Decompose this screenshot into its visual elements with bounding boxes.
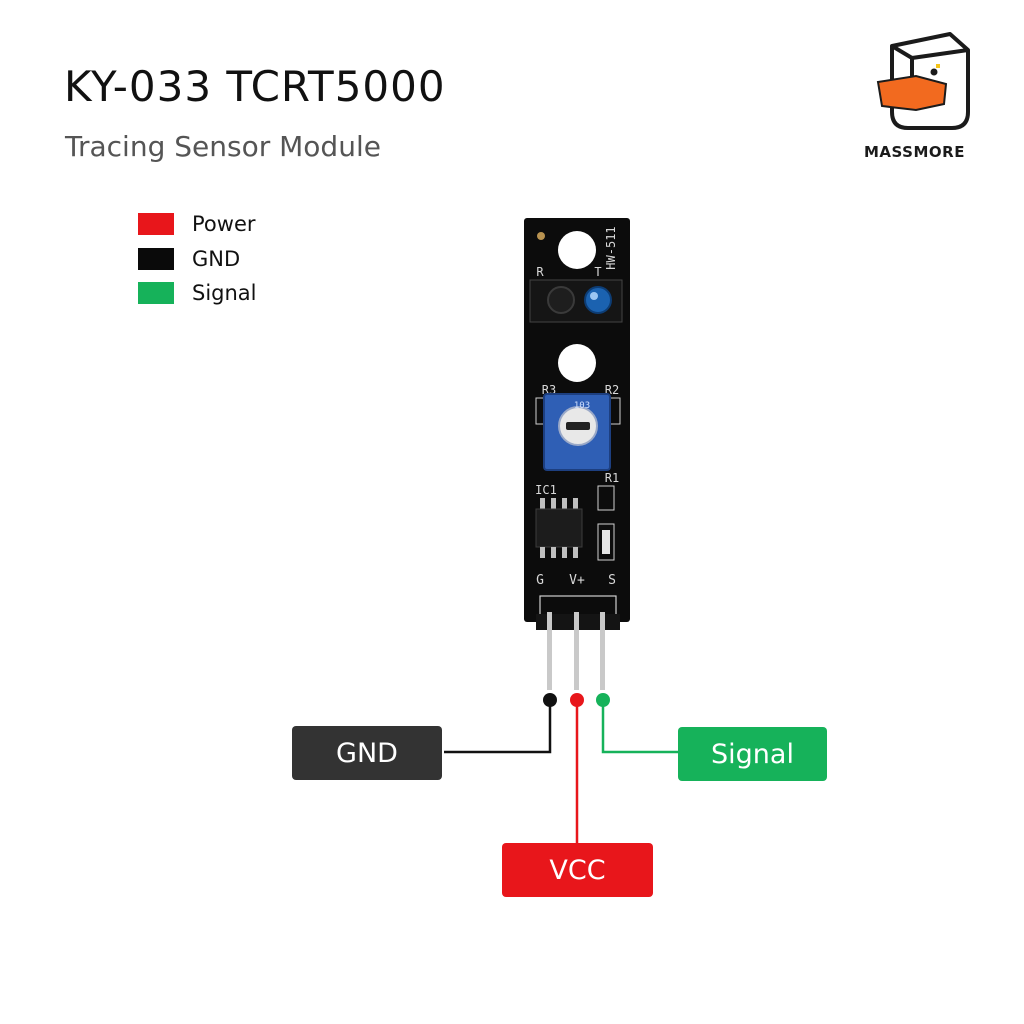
wire-gnd	[444, 700, 552, 754]
pcb-pad	[537, 232, 545, 240]
legend-swatch-gnd	[138, 248, 174, 270]
receiver-label: R	[536, 265, 544, 279]
r1-label: R1	[605, 471, 619, 485]
pin-dot-signal	[596, 693, 610, 707]
pin-label-vplus: V+	[569, 573, 585, 588]
wire-signal	[601, 700, 678, 754]
ir-emitter-highlight	[590, 292, 598, 300]
page-title: KY-033 TCRT5000	[64, 62, 446, 111]
legend-item-power: Power	[138, 212, 256, 236]
pin-signal	[600, 612, 605, 690]
pin-dot-gnd	[543, 693, 557, 707]
legend-swatch-power	[138, 213, 174, 235]
transmitter-label: T	[594, 265, 601, 279]
pin-vcc	[574, 612, 579, 690]
legend-label-power: Power	[192, 212, 256, 236]
legend-item-signal: Signal	[138, 281, 257, 305]
legend-item-gnd: GND	[138, 247, 240, 271]
brand-name: MASSMORE	[864, 143, 965, 161]
ic-chip	[535, 498, 583, 558]
legend-label-signal: Signal	[192, 281, 257, 305]
led-outline	[597, 523, 615, 561]
ic-label: IC1	[535, 483, 557, 497]
mounting-hole	[558, 231, 596, 269]
gnd-tag: GND	[292, 726, 442, 780]
ir-emitter	[584, 286, 612, 314]
signal-tag: Signal	[678, 727, 827, 781]
vcc-tag: VCC	[502, 843, 653, 897]
ir-receiver	[547, 286, 575, 314]
pin-dot-vcc	[570, 693, 584, 707]
legend-label-gnd: GND	[192, 247, 241, 271]
mounting-hole	[558, 344, 596, 382]
page-subtitle: Tracing Sensor Module	[65, 130, 381, 163]
pin-gnd	[547, 612, 552, 690]
potentiometer-value: 103	[574, 401, 590, 411]
legend-swatch-signal	[138, 282, 174, 304]
resistor-r1	[597, 485, 615, 511]
indicator-led	[602, 530, 610, 554]
duck-logo-icon	[876, 32, 970, 130]
board-model-label: HW-511	[604, 226, 618, 269]
pin-label-s: S	[608, 573, 616, 588]
potentiometer-slot	[566, 422, 590, 430]
pin-label-g: G	[536, 573, 544, 588]
